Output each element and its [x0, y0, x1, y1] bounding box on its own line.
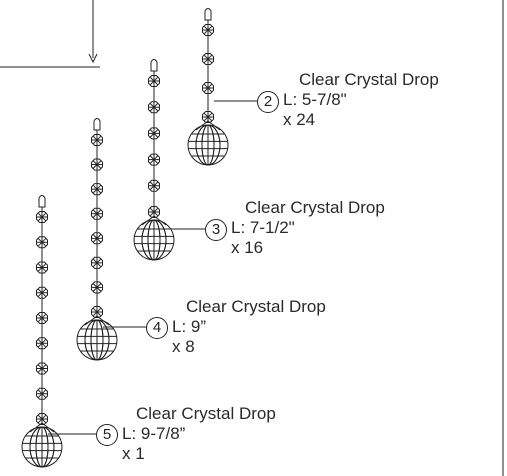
callout-number-4: 4 [146, 317, 168, 339]
crystal-bead [202, 53, 214, 65]
crystal-bead [202, 82, 214, 94]
crystal-bead [36, 286, 48, 299]
crystal-bead [36, 261, 48, 274]
drop-name: Clear Crystal Drop [245, 198, 385, 217]
crystal-bead [148, 101, 160, 114]
drop-length: L: 9” [172, 317, 207, 336]
crystal-bead [148, 127, 160, 140]
crystal-bead [36, 362, 48, 375]
callout-drop-2: Clear Crystal Drop L: 5-7/8" x 24 [283, 70, 439, 130]
drop-name: Clear Crystal Drop [186, 297, 326, 316]
callout-number-3: 3 [205, 219, 227, 241]
drop-name: Clear Crystal Drop [136, 404, 276, 423]
crystal-bead [91, 232, 103, 245]
crystal-bead [91, 281, 103, 294]
crystal-drop-4 [76, 118, 146, 361]
crystal-bead [91, 158, 103, 171]
crystal-bead [36, 211, 48, 223]
crystal-drop-2 [187, 8, 257, 166]
drop-length: L: 9-7/8” [122, 424, 186, 443]
crystal-ball [187, 124, 229, 166]
crystal-bead [36, 413, 48, 425]
hook-icon [150, 59, 158, 72]
crystal-bead [91, 134, 103, 146]
crystal-bead [148, 153, 160, 166]
crystal-ball [76, 319, 118, 361]
crystal-bead [91, 207, 103, 220]
crystal-ball [133, 219, 175, 261]
crystal-bead [148, 75, 160, 87]
drop-length: L: 5-7/8" [283, 90, 347, 109]
crystal-bead [91, 256, 103, 269]
callout-drop-5: Clear Crystal Drop L: 9-7/8” x 1 [122, 404, 276, 464]
crystal-drop-5 [21, 195, 96, 468]
drop-quantity: x 1 [122, 444, 145, 463]
crystal-drop-3 [133, 59, 205, 261]
hook-icon [38, 195, 46, 208]
drop-name: Clear Crystal Drop [299, 70, 439, 89]
hook-icon [204, 8, 212, 21]
crystal-bead [36, 312, 48, 324]
callout-drop-3: Clear Crystal Drop L: 7-1/2" x 16 [231, 198, 385, 258]
drop-quantity: x 16 [231, 238, 264, 257]
crystal-bead [91, 183, 103, 196]
callout-drop-4: Clear Crystal Drop L: 9” x 8 [172, 297, 326, 357]
hook-icon [93, 118, 101, 131]
crystal-ball [21, 426, 63, 468]
crystal-bead [148, 179, 160, 192]
crystal-bead [202, 111, 214, 123]
crystal-bead [36, 337, 48, 350]
crystal-bead [202, 24, 214, 36]
drop-length: L: 7-1/2" [231, 218, 295, 237]
drop-quantity: x 8 [172, 337, 195, 356]
crystal-bead [36, 387, 48, 400]
drop-quantity: x 24 [283, 110, 316, 129]
callout-number-2: 2 [257, 91, 279, 113]
crystal-bead [36, 236, 48, 249]
callout-number-5: 5 [96, 424, 118, 446]
crystal-bead [91, 306, 103, 318]
